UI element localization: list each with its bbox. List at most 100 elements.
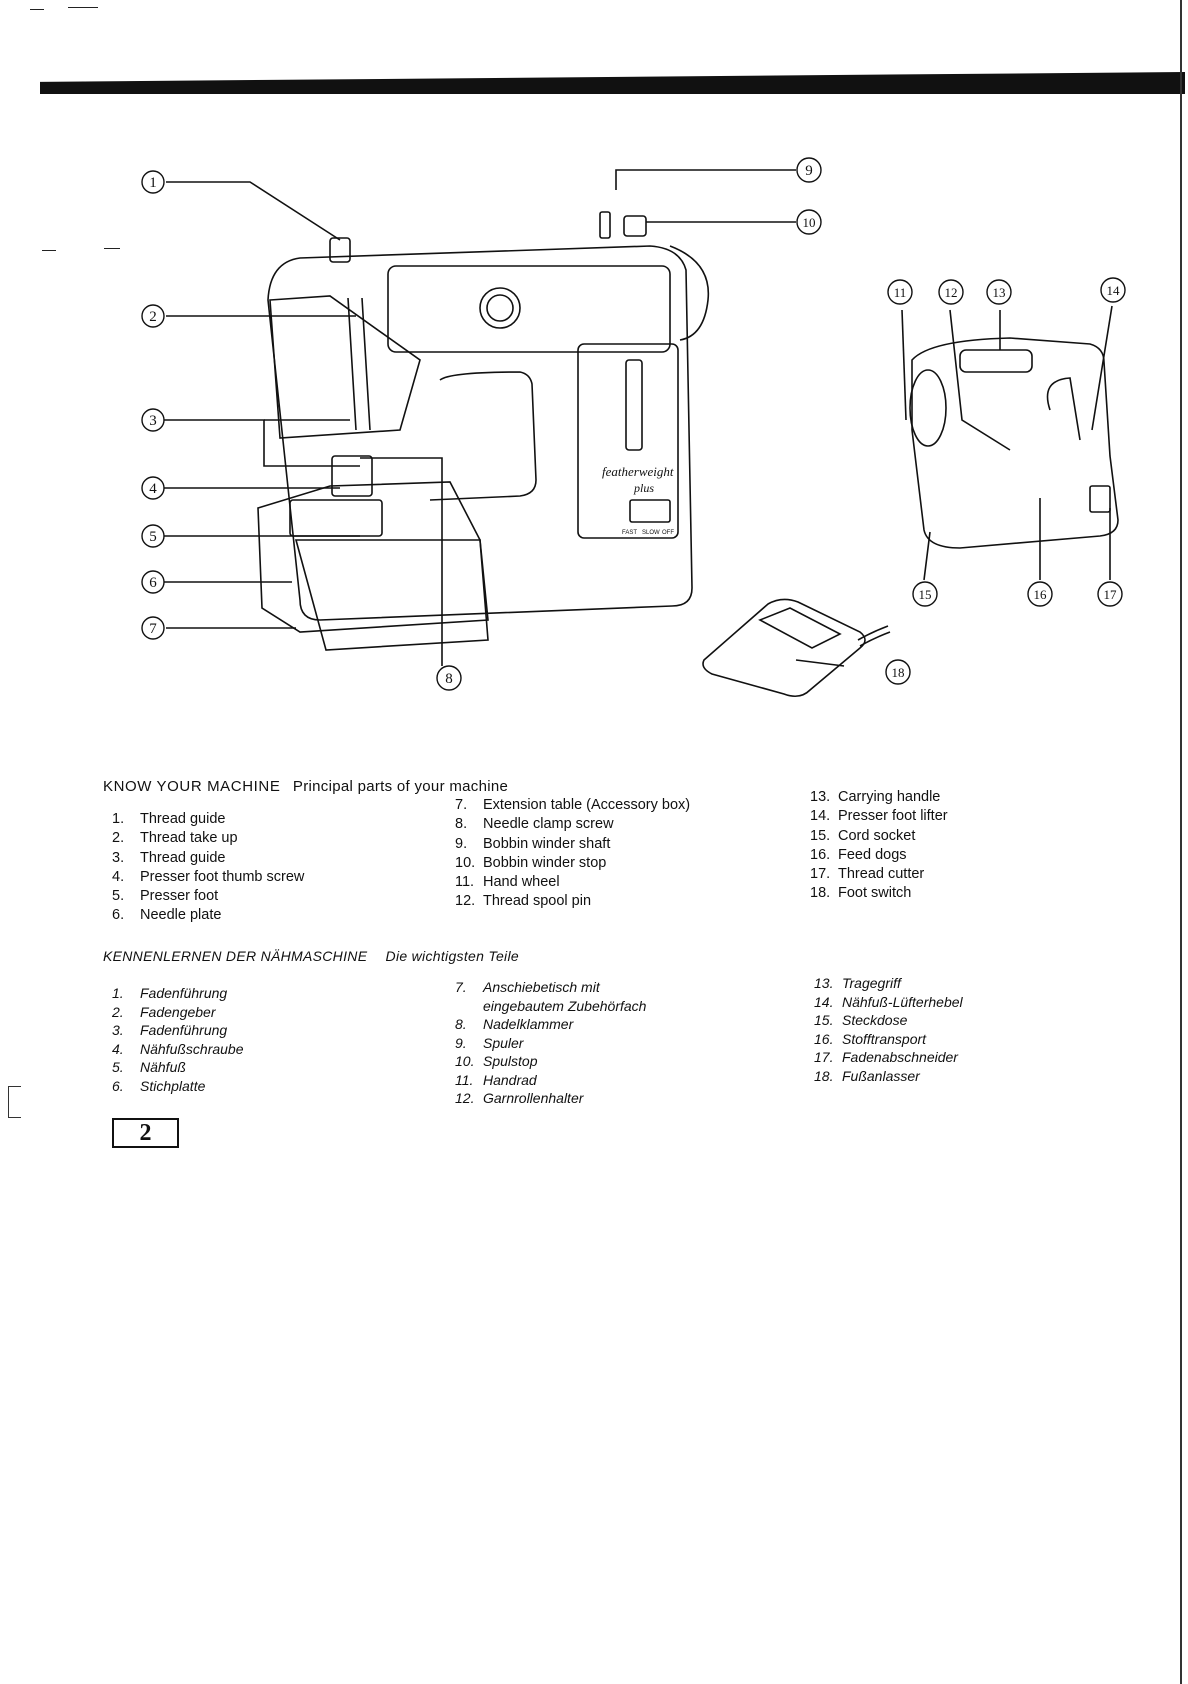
list-item: 9.Bobbin winder shaft <box>455 835 611 852</box>
list-item: 16.Stofftransport <box>814 1030 927 1047</box>
list-item: 16.Feed dogs <box>810 846 907 863</box>
parts-list-de-col1: 1.Fadenführung 2.Fadengeber 3.Fadenführu… <box>112 984 244 1095</box>
list-item: 6.Stichplatte <box>112 1077 206 1094</box>
machine-body <box>267 245 693 621</box>
list-item: 5.Nähfuß <box>112 1059 186 1075</box>
extension-table <box>294 539 489 651</box>
callout-1: 1 <box>149 175 157 191</box>
callout-2: 2 <box>149 309 157 325</box>
parts-list-en-col1: 1.Thread guide 2.Thread take up 3.Thread… <box>112 810 304 926</box>
parts-list-de-col2: 7.Anschiebetisch mit eingebautem Zubehör… <box>455 978 646 1108</box>
list-item: 9.Spuler <box>455 1034 524 1051</box>
carrying-handle <box>959 349 1033 373</box>
list-item: 1.Fadenführung <box>112 985 228 1001</box>
callout-11: 11 <box>894 285 907 300</box>
hand-wheel <box>669 245 710 341</box>
bobbin-winder-shaft <box>599 211 611 239</box>
list-item: 13.Tragegriff <box>814 975 901 991</box>
machine-head <box>269 295 421 439</box>
list-item: 10.Spulstop <box>455 1053 538 1069</box>
list-item: 2.Fadengeber <box>112 1003 216 1020</box>
bobbin-winder-stop <box>623 215 647 237</box>
model-label: plus <box>633 481 654 495</box>
list-item: 12.Thread spool pin <box>455 893 592 910</box>
list-item: 2.Thread take up <box>112 830 238 847</box>
callout-8: 8 <box>445 671 453 687</box>
list-item: 17.Thread cutter <box>810 866 925 883</box>
needle-bar <box>347 297 371 431</box>
machine-arm-opening <box>429 371 537 501</box>
list-item: eingebautem Zubehörfach <box>483 997 647 1014</box>
machine-bed <box>257 481 489 633</box>
list-item: 8.Needle clamp screw <box>455 816 614 833</box>
speed-switch <box>629 499 671 523</box>
list-item: 7.Anschiebetisch mit <box>455 979 600 995</box>
callout-6: 6 <box>149 575 157 591</box>
list-item: 14.Presser foot lifter <box>810 808 948 825</box>
brand-label: featherweight <box>602 464 674 479</box>
callout-3: 3 <box>149 413 157 429</box>
list-item: 7.Extension table (Accessory box) <box>455 797 691 813</box>
list-item: 14.Nähfuß-Lüfterhebel <box>814 993 963 1010</box>
list-item: 15.Cord socket <box>810 827 916 844</box>
list-item: 12.Garnrollenhalter <box>455 1090 584 1106</box>
foot-switch <box>702 598 866 698</box>
thread-spool-pin <box>329 237 351 263</box>
margin-bracket <box>8 1086 21 1118</box>
callout-4: 4 <box>149 481 157 497</box>
callout-12: 12 <box>945 285 958 300</box>
pattern-panel <box>387 265 671 353</box>
list-item: 13.Carrying handle <box>810 789 941 805</box>
list-item: 4.Presser foot thumb screw <box>112 868 305 885</box>
list-item: 11.Handrad <box>455 1071 537 1088</box>
parts-list-en-col3: 13.Carrying handle 14.Presser foot lifte… <box>810 788 948 904</box>
hand-wheel-rear <box>909 369 947 447</box>
title-de: KENNENLERNEN DER NÄHMASCHINE <box>103 948 368 964</box>
callout-17: 17 <box>1104 587 1118 602</box>
crop-mark <box>104 248 120 249</box>
callout-16: 16 <box>1034 587 1048 602</box>
switch-slow: SLOW <box>642 530 660 536</box>
parts-list-en-col2: 7.Extension table (Accessory box) 8.Need… <box>455 796 690 912</box>
subtitle-en: Principal parts of your machine <box>292 778 509 795</box>
list-item: 6.Needle plate <box>112 907 222 924</box>
list-item: 4.Nähfußschraube <box>112 1040 244 1057</box>
list-item: 3.Fadenführung <box>112 1022 228 1038</box>
needle-plate <box>289 499 383 537</box>
callout-5: 5 <box>149 529 157 545</box>
list-item: 18.Fußanlasser <box>814 1067 920 1084</box>
list-item: 3.Thread guide <box>112 849 226 866</box>
list-item: 11.Hand wheel <box>455 874 560 891</box>
crop-mark <box>42 250 56 251</box>
stitch-dial <box>479 287 521 329</box>
heading-en: KNOW YOUR MACHINE Principal parts of you… <box>103 778 508 795</box>
presser-foot <box>331 455 373 497</box>
page-edge <box>1180 0 1182 1684</box>
list-item: 18.Foot switch <box>810 885 912 902</box>
control-panel <box>577 343 679 539</box>
callout-15: 15 <box>919 587 932 602</box>
title-en: KNOW YOUR MACHINE <box>103 778 281 795</box>
callout-18: 18 <box>892 665 905 680</box>
callout-7: 7 <box>149 621 157 637</box>
parts-list-de-col3: 13.Tragegriff 14.Nähfuß-Lüfterhebel 15.S… <box>814 974 963 1085</box>
callout-9: 9 <box>805 163 813 179</box>
list-item: 10.Bobbin winder stop <box>455 854 607 871</box>
callout-10: 10 <box>803 215 816 230</box>
callout-13: 13 <box>993 285 1006 300</box>
list-item: 8.Nadelklammer <box>455 1016 574 1032</box>
list-item: 17.Fadenabschneider <box>814 1049 958 1065</box>
list-item: 1.Thread guide <box>112 811 226 827</box>
switch-off: OFF <box>662 530 674 536</box>
list-item: 5.Presser foot <box>112 888 219 905</box>
rear-view-machine <box>911 337 1119 549</box>
sewing-machine-diagram: featherweight plus FAST SLOW OFF 1 2 3 4… <box>141 157 1126 698</box>
callout-14: 14 <box>1107 283 1121 298</box>
crop-mark <box>30 9 44 10</box>
page-number: 2 <box>112 1118 179 1148</box>
list-item: 15.Steckdose <box>814 1012 908 1028</box>
power-cord <box>857 625 889 641</box>
heading-de: KENNENLERNEN DER NÄHMASCHINE Die wichtig… <box>103 948 519 964</box>
switch-fast: FAST <box>622 530 637 536</box>
subtitle-de: Die wichtigsten Teile <box>385 948 519 964</box>
